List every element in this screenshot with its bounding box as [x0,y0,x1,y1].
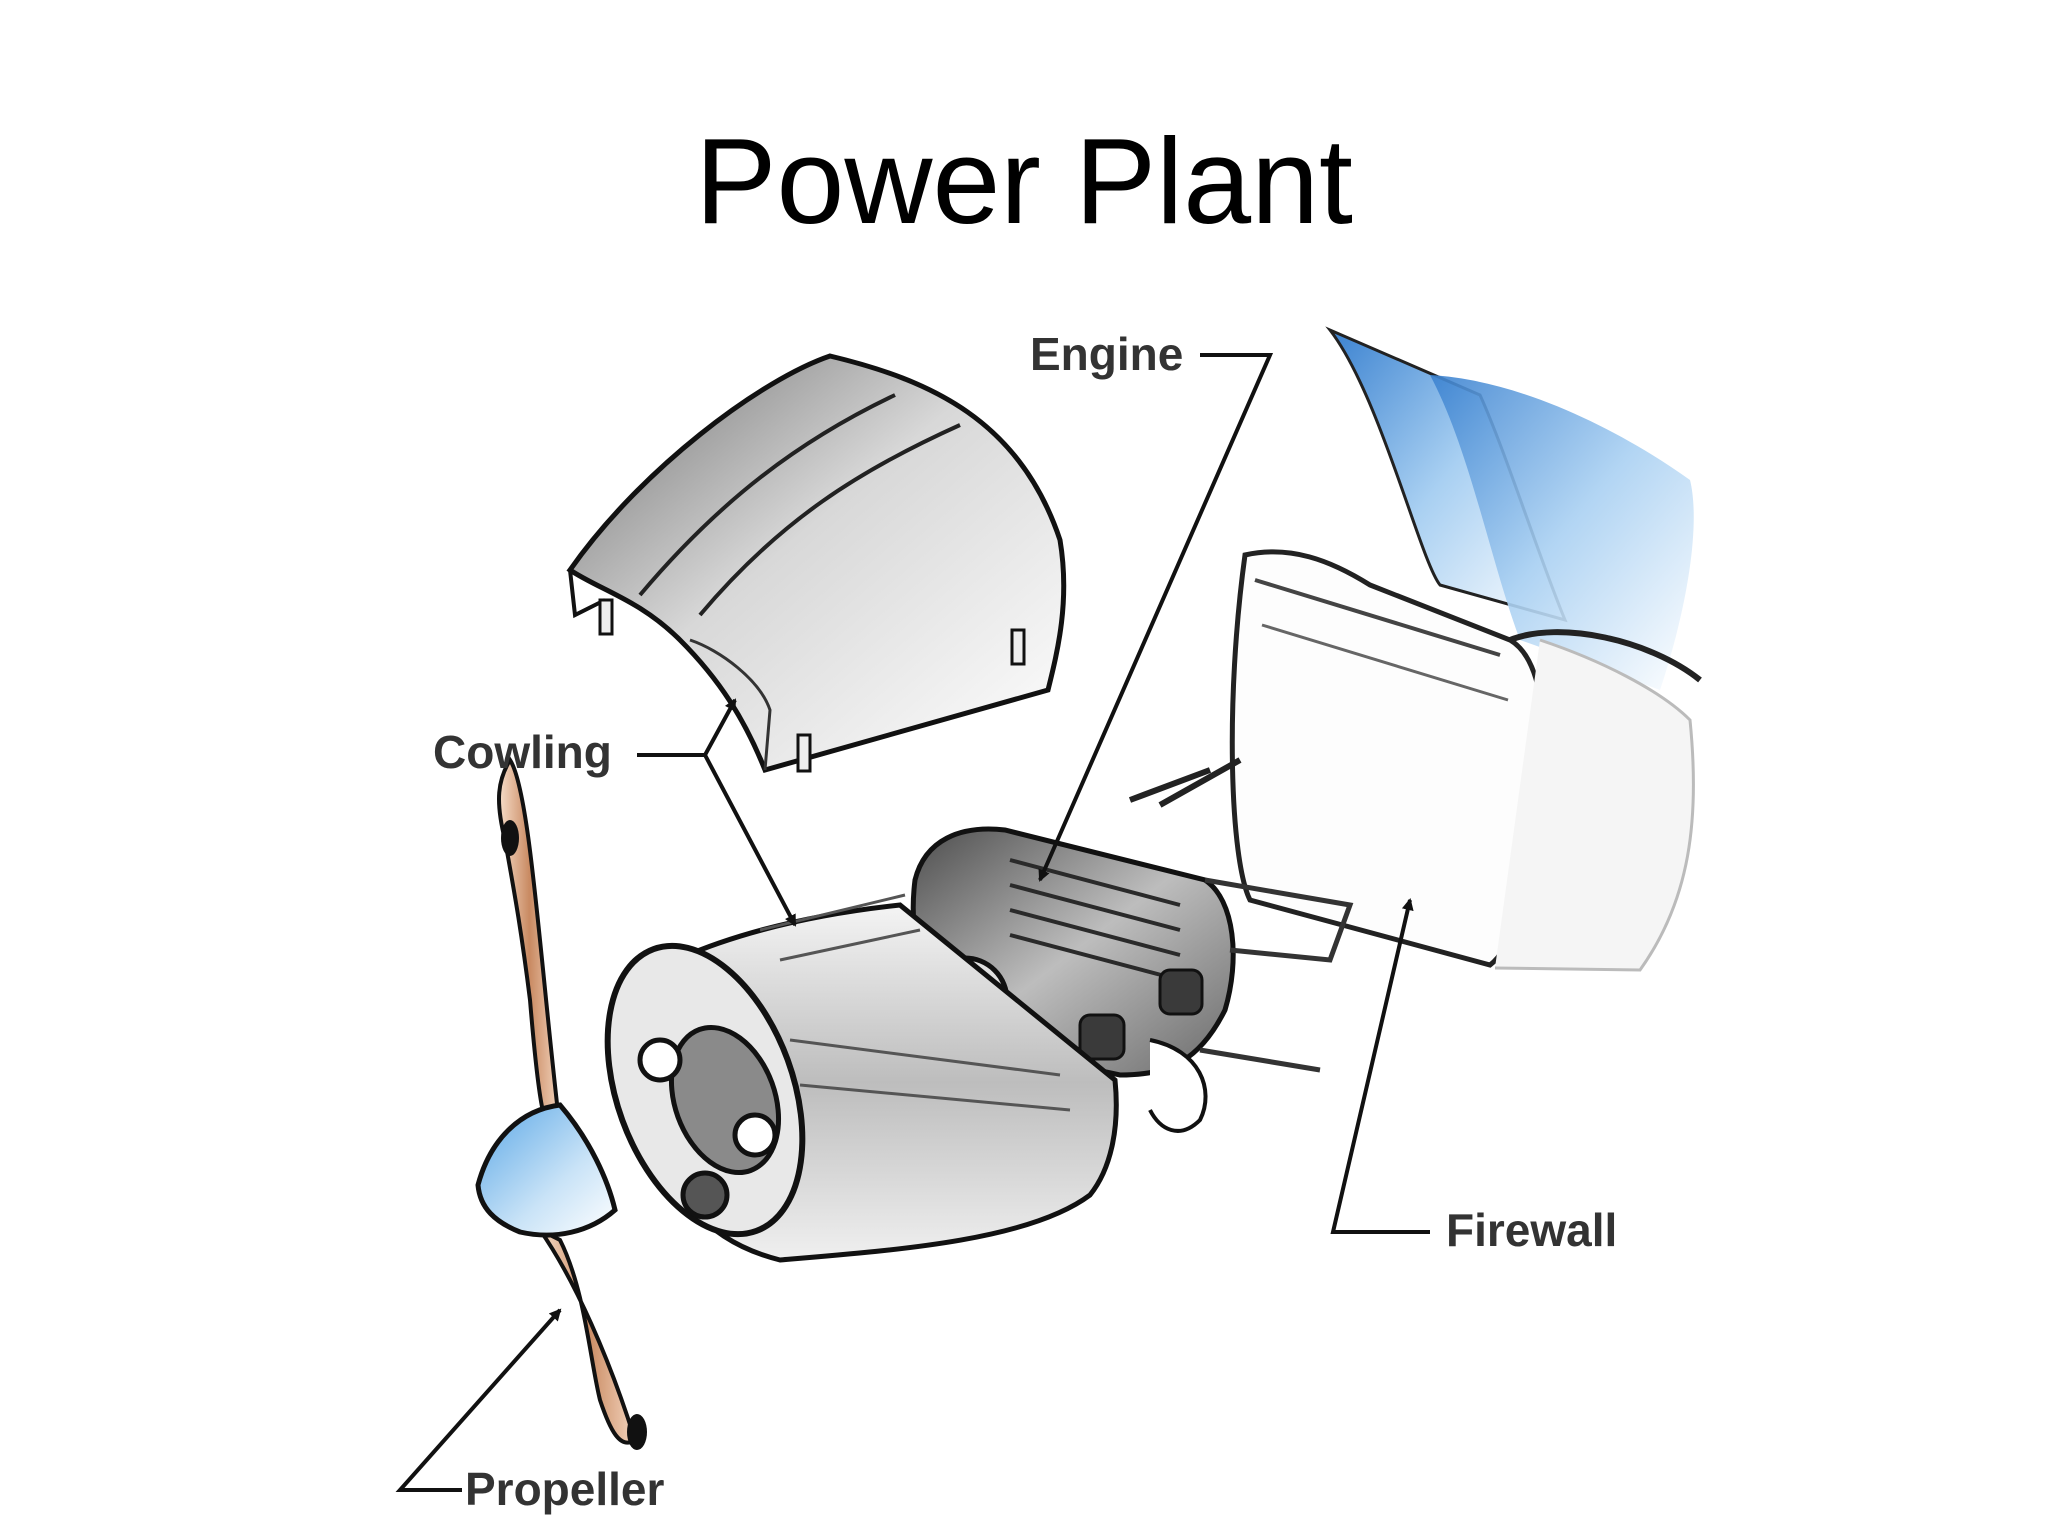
fuselage-firewall-illustration [1229,326,1702,972]
lower-cowling-illustration [604,893,1119,1263]
firewall-label: Firewall [1446,1204,1617,1256]
engine-label: Engine [1030,328,1183,380]
upper-cowling-illustration [566,353,1067,774]
slide-title: Power Plant [695,113,1353,249]
cowling-label: Cowling [433,726,612,778]
propeller-illustration [475,756,647,1450]
propeller-label: Propeller [465,1463,665,1515]
callout-leader-lines [395,353,1430,1492]
